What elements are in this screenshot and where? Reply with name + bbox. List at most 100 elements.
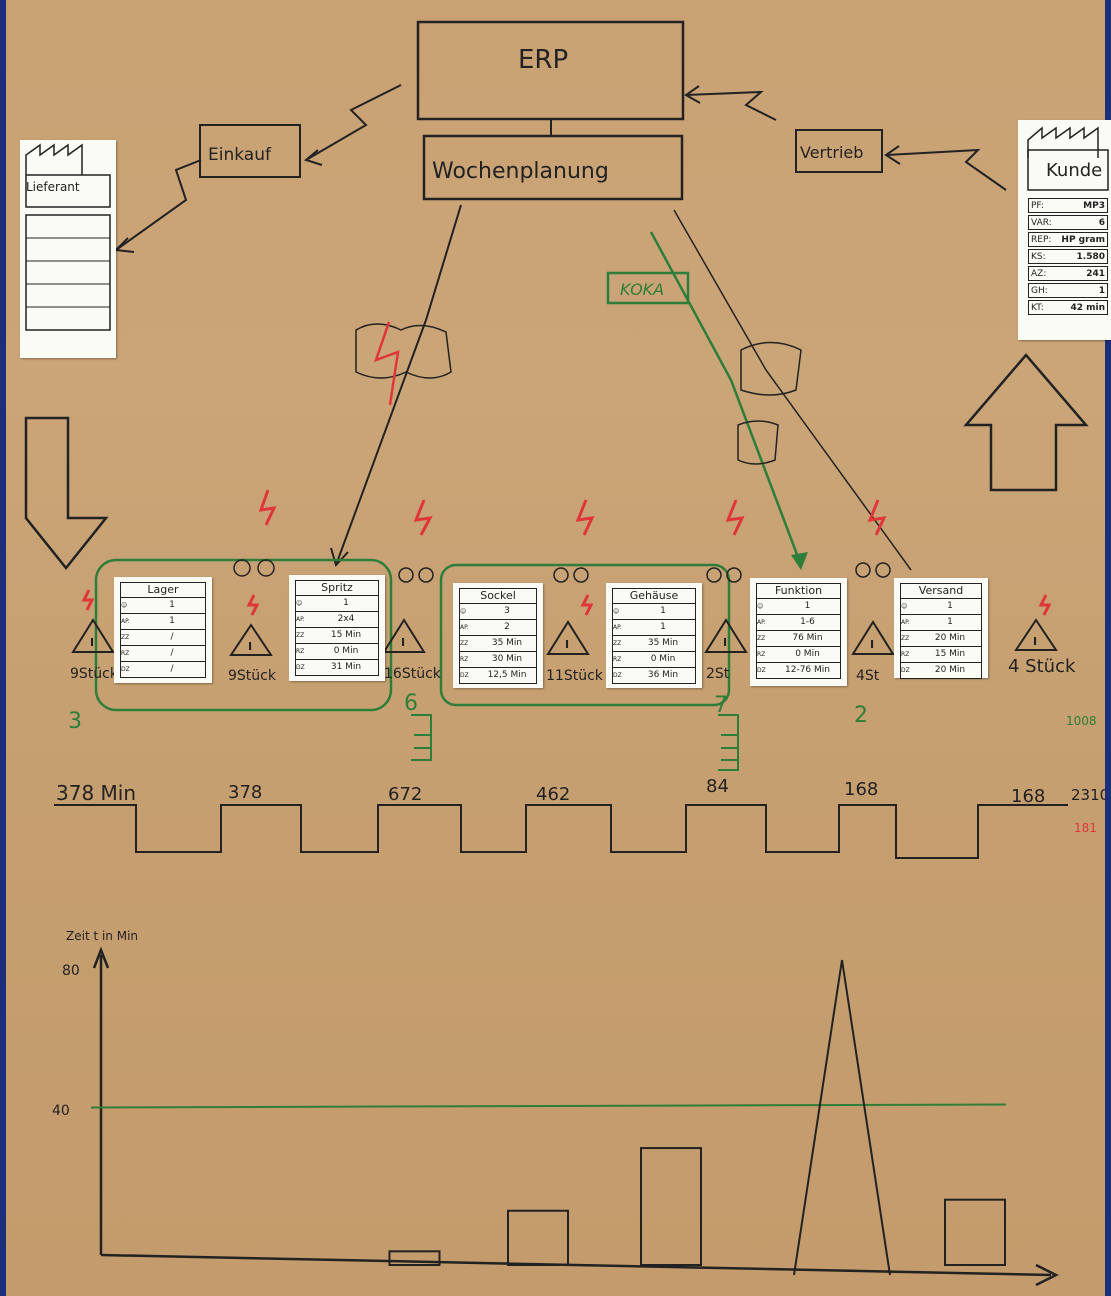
x-axis <box>100 1253 1052 1277</box>
customer-arrow <box>963 353 1089 492</box>
timeline-value: 378 Min <box>56 781 136 805</box>
process-title: Funktion <box>756 583 841 599</box>
timeline-value: 462 <box>536 784 570 805</box>
flipchart-board: ERP Wochenplanung Einkauf Vertrieb KOKA <box>6 0 1111 1296</box>
timeline-total-red: 181 <box>1074 821 1097 835</box>
y-tick-label: 80 <box>62 963 80 979</box>
timeline-line <box>54 804 1068 859</box>
green-counts: 3 6 7 2 <box>68 691 868 734</box>
customer-row: REP:HP gram <box>1028 232 1108 247</box>
chart-bar <box>944 1198 1006 1266</box>
svg-text:I: I <box>90 636 94 649</box>
glasses-icons <box>233 559 891 583</box>
factory-icon <box>1027 126 1109 191</box>
svg-text:I: I <box>565 638 569 651</box>
reference-line <box>90 1103 1007 1109</box>
planning-label: Wochenplanung <box>432 159 609 184</box>
process-row: AP.2x4 <box>295 612 379 628</box>
green-number: 3 <box>68 709 82 734</box>
timeline-value: 672 <box>388 784 422 805</box>
process-row: AP.1 <box>120 614 206 630</box>
chart-peak <box>793 959 891 1276</box>
factory-icon <box>25 143 111 331</box>
erp-label: ERP <box>518 45 568 75</box>
inventory-label: 2St <box>706 666 730 682</box>
customer-row: PF:MP3 <box>1028 198 1108 213</box>
customer-label: Kunde <box>1046 160 1103 181</box>
green-number: 2 <box>854 703 868 728</box>
lightning-icon <box>373 321 400 406</box>
chart-bar <box>388 1250 441 1266</box>
process-row: AP.1 <box>900 615 982 631</box>
process-title: Gehäuse <box>612 588 696 604</box>
process-row: RZ/ <box>120 646 206 662</box>
customer-row: AZ:241 <box>1028 266 1108 281</box>
supplier-card: Lieferant <box>20 140 116 358</box>
svg-text:I: I <box>401 636 405 649</box>
customer-row: KS:1.580 <box>1028 249 1108 264</box>
purchasing-label: Einkauf <box>208 145 272 165</box>
purchasing-box <box>199 124 301 178</box>
green-total: 1008 <box>1066 714 1097 728</box>
timeline-value: 378 <box>228 782 262 803</box>
sales-label: Vertrieb <box>800 143 863 162</box>
timeline-total: 2310 <box>1071 786 1105 804</box>
scrap-symbol <box>355 323 452 379</box>
timeline-value: 84 <box>706 776 729 797</box>
inventory-label: 4 Stück <box>1008 656 1076 677</box>
svg-text:I: I <box>723 636 727 649</box>
customer-row: KT:42 min <box>1028 300 1108 315</box>
green-number: 6 <box>404 691 418 716</box>
supplier-label: Lieferant <box>26 180 80 194</box>
process-title: Sockel <box>459 588 537 604</box>
process-row: AP.1 <box>612 620 696 636</box>
process-row: ☺1 <box>612 604 696 620</box>
lightning-icons <box>81 489 1052 616</box>
process-row: ☺1 <box>900 599 982 615</box>
timeline-value: 168 <box>1011 786 1045 807</box>
inventory-label: 11Stück <box>546 668 604 684</box>
inventory-label: 16Stück <box>384 666 442 682</box>
process-row: ☺1 <box>756 599 841 615</box>
process-row: AP.2 <box>459 620 537 636</box>
customer-row: VAR:6 <box>1028 215 1108 230</box>
customer-card: Kunde PF:MP3 VAR:6 REP:HP gram KS:1.580 … <box>1018 120 1111 340</box>
sales-box <box>795 129 883 173</box>
chart-bar <box>640 1147 702 1266</box>
inventory-label: 9Stück <box>70 666 119 682</box>
y-axis-label: Zeit t in Min <box>66 929 138 943</box>
value-stream-drawing: ERP Wochenplanung Einkauf Vertrieb KOKA <box>24 20 1105 1287</box>
kanban-label: KOKA <box>620 280 664 299</box>
inventory-triangles <box>71 618 1058 656</box>
cycle-time-chart: Zeit t in Min 80 40 <box>52 929 1059 1287</box>
process-title: Versand <box>900 583 982 599</box>
customer-row: GH:1 <box>1028 283 1108 298</box>
planning-box <box>422 134 684 201</box>
inventory-label: 9Stück <box>228 668 277 684</box>
process-title: Lager <box>120 582 206 598</box>
green-number: 7 <box>714 693 728 718</box>
process-row: ☺1 <box>120 598 206 614</box>
y-tick-label: 40 <box>52 1103 70 1119</box>
timeline-value: 168 <box>844 779 878 800</box>
inventory-label: 4St <box>856 668 880 684</box>
supplier-arrow <box>24 416 109 571</box>
process-card: Lager ☺1 AP.1 ZZ/ RZ/ DZ/ <box>114 577 212 683</box>
svg-text:I: I <box>248 640 252 653</box>
svg-text:I: I <box>1033 635 1037 648</box>
